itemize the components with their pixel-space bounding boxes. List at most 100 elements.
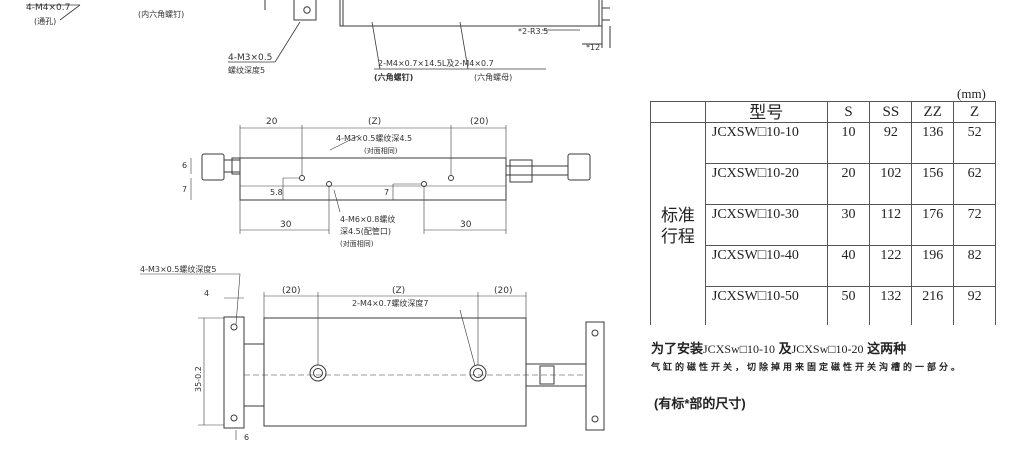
table-row: JCXSW□10-50 50 132 216 92 bbox=[651, 286, 996, 325]
side-hole bbox=[448, 175, 454, 181]
top-view-body bbox=[339, 0, 603, 27]
cell-z: 82 bbox=[953, 245, 996, 287]
side-note-bottom-1: 4-M6×0.8螺纹 bbox=[340, 214, 395, 224]
cell-zz: 136 bbox=[911, 122, 955, 164]
bottom-note-m3: 4-M3×0.5螺纹深度5 bbox=[140, 264, 216, 274]
note-1d: JCXSw□10-20 bbox=[791, 342, 864, 356]
cell-s: 40 bbox=[826, 245, 871, 287]
side-note-bottom-3: (对面相同) bbox=[340, 239, 374, 248]
cell-s: 10 bbox=[826, 122, 871, 164]
bottom-note-m4: 2-M4×0.7螺纹深度7 bbox=[352, 298, 428, 308]
side-note-bottom-2: 深4.5(配管口) bbox=[340, 226, 391, 236]
note-line-3: (有标*部的尺寸) bbox=[654, 396, 746, 411]
header-blank bbox=[650, 101, 706, 123]
cell-ss: 112 bbox=[869, 204, 913, 246]
cell-zz: 156 bbox=[911, 163, 955, 205]
cell-s: 50 bbox=[826, 286, 871, 325]
bottom-left-plate bbox=[223, 316, 245, 429]
table-row: JCXSW□10-40 40 122 196 82 bbox=[651, 245, 996, 287]
bottom-plate-hole bbox=[230, 414, 238, 422]
cell-s: 30 bbox=[826, 204, 871, 246]
unit-label: (mm) bbox=[957, 86, 986, 101]
dim-12: *12 bbox=[586, 43, 600, 52]
bottom-dim-right: (20) bbox=[494, 286, 512, 296]
cell-model: JCXSW□10-40 bbox=[704, 245, 828, 287]
callout-tap-through-note: (通孔) bbox=[34, 16, 56, 26]
technical-drawing: 4-M4×0.7 (通孔) (内六角螺钉) 4-M3×0.5 螺纹深度5 2-M… bbox=[26, 0, 611, 442]
side-dim-30b: 30 bbox=[460, 220, 472, 230]
cell-zz: 176 bbox=[911, 204, 955, 246]
side-view bbox=[190, 125, 591, 234]
note-1c: 及 bbox=[778, 341, 792, 356]
bottom-dim-35: 35-0.2 bbox=[194, 366, 203, 392]
bottom-right-plate bbox=[585, 321, 605, 431]
callout-hex-nut: (六角螺母) bbox=[474, 72, 512, 82]
bottom-dim-4: 4 bbox=[204, 289, 209, 298]
bottom-plate-hole bbox=[230, 323, 238, 331]
cell-model: JCXSW□10-10 bbox=[704, 122, 828, 164]
cell-ss: 122 bbox=[869, 245, 913, 287]
note-1e: 这两种 bbox=[867, 341, 907, 356]
bottom-plate-hole bbox=[591, 329, 599, 337]
header-z: Z bbox=[953, 101, 996, 123]
cell-z: 62 bbox=[953, 163, 996, 205]
bottom-plate-hole bbox=[591, 415, 599, 423]
side-left-knob bbox=[201, 153, 225, 181]
note-line-1: 为了安装JCXSw□10-10 及JCXSw□10-20 这两种 bbox=[651, 338, 906, 357]
side-dim-7b: 7 bbox=[384, 188, 389, 197]
bottom-view-body bbox=[263, 317, 527, 427]
spec-table: 型号 S SS ZZ Z 标准行程 JCXSW□10-10 10 92 136 … bbox=[650, 101, 996, 325]
cell-model: JCXSW□10-30 bbox=[704, 204, 828, 246]
side-hole bbox=[299, 175, 305, 181]
cell-ss: 132 bbox=[869, 286, 913, 325]
side-dim-7a: 7 bbox=[182, 185, 187, 194]
note-1b: JCXSw□10-10 bbox=[703, 342, 775, 356]
table-header-row: 型号 S SS ZZ Z bbox=[650, 101, 996, 123]
table-row: JCXSW□10-30 30 112 176 72 bbox=[651, 204, 996, 246]
group-label-text: 标准行程 bbox=[660, 206, 695, 246]
callout-m4: 2-M4×0.7×14.5L及2-M4×0.7 bbox=[378, 59, 494, 68]
callout-m3-depth: 螺纹深度5 bbox=[228, 65, 265, 75]
cell-zz: 196 bbox=[911, 245, 955, 287]
cell-s: 20 bbox=[826, 163, 871, 205]
cell-z: 72 bbox=[953, 204, 996, 246]
side-dim-58: 5.8 bbox=[270, 188, 283, 197]
cell-z: 52 bbox=[953, 122, 996, 164]
header-s: S bbox=[826, 101, 871, 123]
bottom-port bbox=[309, 364, 327, 382]
bottom-dim-6: 6 bbox=[244, 433, 249, 442]
cell-ss: 92 bbox=[869, 122, 913, 164]
callout-inner-hex: (内六角螺钉) bbox=[138, 9, 184, 19]
side-note-top: 4-M3×0.5螺纹深4.5 bbox=[336, 133, 412, 143]
header-ss: SS bbox=[869, 101, 913, 123]
callout-hex-bolt: (六角螺钉) bbox=[374, 72, 413, 82]
group-label: 标准行程 bbox=[650, 122, 706, 325]
table-row: JCXSW□10-20 20 102 156 62 bbox=[651, 163, 996, 205]
cell-ss: 102 bbox=[869, 163, 913, 205]
side-dim-30a: 30 bbox=[280, 220, 292, 230]
note-line-2: 气缸的磁性开关，切除掉用来固定磁性开关沟槽的一部分。 bbox=[651, 362, 964, 372]
cell-model: JCXSW□10-20 bbox=[704, 163, 828, 205]
cell-zz: 216 bbox=[911, 286, 955, 325]
bottom-dim-left: (20) bbox=[282, 286, 300, 296]
callout-tap-through: 4-M4×0.7 bbox=[26, 3, 70, 13]
side-dim-left: 20 bbox=[266, 117, 278, 127]
side-view-body bbox=[239, 157, 507, 201]
side-dim-right: (20) bbox=[470, 117, 488, 127]
bottom-dim-mid: (Z) bbox=[392, 286, 405, 296]
spec-table-viewport: 型号 S SS ZZ Z 标准行程 JCXSW□10-10 10 92 136 … bbox=[650, 101, 996, 325]
callout-m3: 4-M3×0.5 bbox=[228, 53, 272, 63]
bottom-view bbox=[140, 273, 605, 440]
side-dim-mid: (Z) bbox=[368, 117, 381, 127]
note-1a: 为了安装 bbox=[651, 341, 704, 356]
top-view bbox=[26, 0, 611, 70]
side-note-top-sub: (对面相同) bbox=[364, 146, 398, 155]
cell-model: JCXSW□10-50 bbox=[704, 286, 828, 325]
header-model: 型号 bbox=[704, 101, 828, 123]
table-row: 标准行程 JCXSW□10-10 10 92 136 52 bbox=[650, 122, 996, 325]
top-view-hole bbox=[303, 6, 311, 14]
bottom-port bbox=[469, 364, 487, 382]
cell-z: 92 bbox=[953, 286, 996, 325]
side-right-knob bbox=[567, 153, 591, 181]
side-dim-6: 6 bbox=[182, 161, 187, 170]
